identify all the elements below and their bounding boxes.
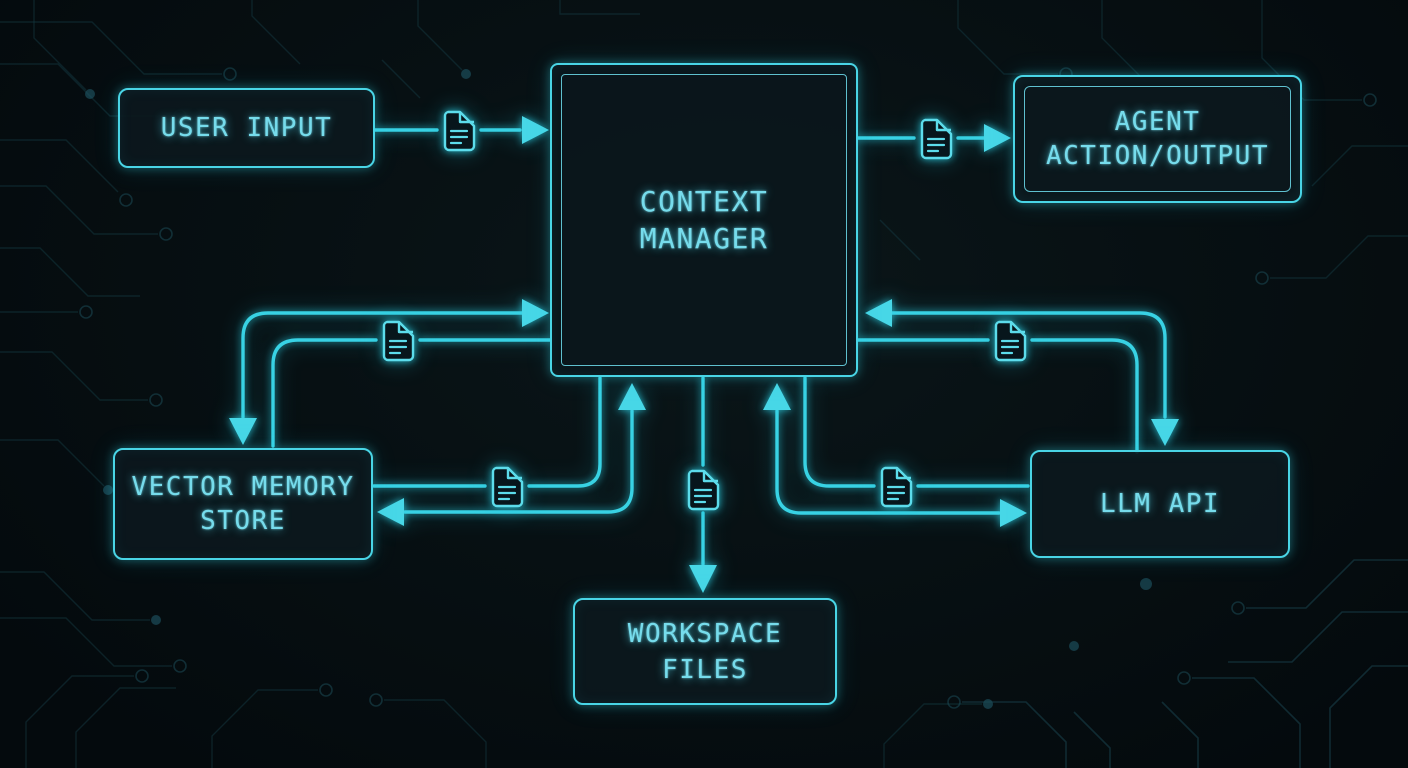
node-llm-api: LLM API	[1030, 450, 1290, 558]
node-label: ACTION/OUTPUT	[1046, 141, 1269, 171]
document-icon	[491, 466, 524, 508]
edge-llm-cm-upper-doc	[856, 338, 1139, 454]
node-label: FILES	[662, 654, 748, 685]
edge-llm-cm-upper-arrow	[865, 299, 1179, 446]
arrowhead-into-agent	[984, 124, 1011, 152]
edge-llm-cm-lower-doc	[803, 376, 1030, 488]
node-agent-action-output: AGENT ACTION/OUTPUT	[1013, 75, 1302, 203]
document-icon	[994, 320, 1027, 362]
edge-store-cm-upper-arrow	[229, 299, 549, 445]
node-context-manager: CONTEXT MANAGER	[550, 63, 858, 377]
edge-user-to-cm	[373, 116, 549, 144]
document-icon	[382, 320, 415, 362]
arrowhead-into-llm-api	[1000, 499, 1027, 527]
edge-cm-to-workspace	[689, 376, 717, 593]
arrowhead-into-context-manager	[522, 299, 549, 327]
arrowhead-into-llm-api	[1151, 419, 1179, 446]
arrowhead-into-context-manager	[618, 383, 646, 410]
document-icon	[443, 110, 476, 152]
arrowhead-into-context-manager	[865, 299, 892, 327]
arrowhead-into-workspace-files	[689, 565, 717, 593]
node-user-input: USER INPUT	[118, 88, 375, 168]
edge-llm-cm-lower-arrow	[763, 383, 1027, 527]
node-label: MANAGER	[639, 222, 769, 255]
edge-store-cm-lower-doc	[372, 376, 602, 488]
node-workspace-files: WORKSPACE FILES	[573, 598, 837, 705]
node-label: AGENT	[1114, 107, 1201, 137]
document-icon	[920, 118, 953, 160]
node-label: VECTOR MEMORY	[131, 472, 355, 502]
edge-store-cm-lower-arrow	[377, 383, 646, 526]
node-vector-memory-store: VECTOR MEMORY STORE	[113, 448, 373, 560]
node-label: USER INPUT	[160, 113, 333, 143]
edge-cm-to-agent	[856, 124, 1011, 152]
edge-store-cm-upper-doc	[271, 338, 552, 448]
node-label: WORKSPACE	[627, 618, 783, 649]
document-icon	[687, 469, 720, 511]
document-icon	[880, 466, 913, 508]
node-label: CONTEXT	[639, 185, 769, 218]
arrowhead-into-store	[377, 498, 404, 526]
arrowhead-into-context-manager	[763, 383, 791, 410]
node-label: LLM API	[1099, 489, 1221, 519]
arrowhead-into-context-manager	[522, 116, 549, 144]
node-label: STORE	[200, 506, 286, 536]
arrowhead-into-store	[229, 418, 257, 445]
